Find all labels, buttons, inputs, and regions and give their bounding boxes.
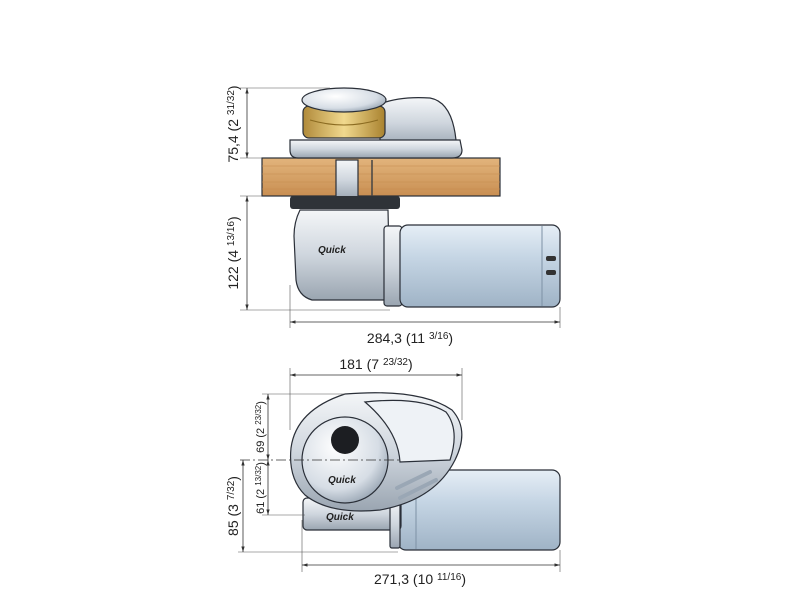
shaft (335, 159, 359, 201)
dim-housing-length: 181 (7 23/32) (339, 356, 412, 372)
terminal (546, 256, 556, 261)
mount-plate (290, 196, 400, 209)
side-view: Quick 75,4 (2 31/32) 122 (4 13/16) 284,3… (225, 85, 561, 346)
handle-socket (331, 426, 359, 454)
wood-grain (262, 165, 500, 190)
dim-center-to-motor: 85 (3 7/32) (225, 476, 241, 536)
deck-base (289, 139, 463, 159)
brand-logo-cap: Quick (328, 475, 356, 486)
brand-logo-side: Quick (318, 245, 346, 256)
top-view: Quick Quick 181 (7 23/32) 69 (2 23/32) 6… (225, 356, 561, 587)
dim-front-to-center: 69 (2 23/32) (254, 401, 267, 453)
gearbox (293, 209, 391, 301)
dim-total-length-top: 271,3 (10 11/16) (374, 571, 466, 587)
dim-height-below-deck: 122 (4 13/16) (225, 216, 241, 289)
chain-pipe-opening (363, 399, 455, 463)
gypsy-dome (301, 87, 387, 113)
terminal (546, 270, 556, 275)
brand-logo-gearbox: Quick (326, 512, 354, 523)
dim-center-to-gearbox: 61 (2 13/32) (254, 462, 267, 514)
motor (399, 224, 561, 308)
motor-flange (383, 225, 403, 307)
deck-plank (261, 157, 501, 197)
dim-total-length-side: 284,3 (11 3/16) (367, 330, 453, 346)
dim-height-above-deck: 75,4 (2 31/32) (225, 85, 241, 162)
